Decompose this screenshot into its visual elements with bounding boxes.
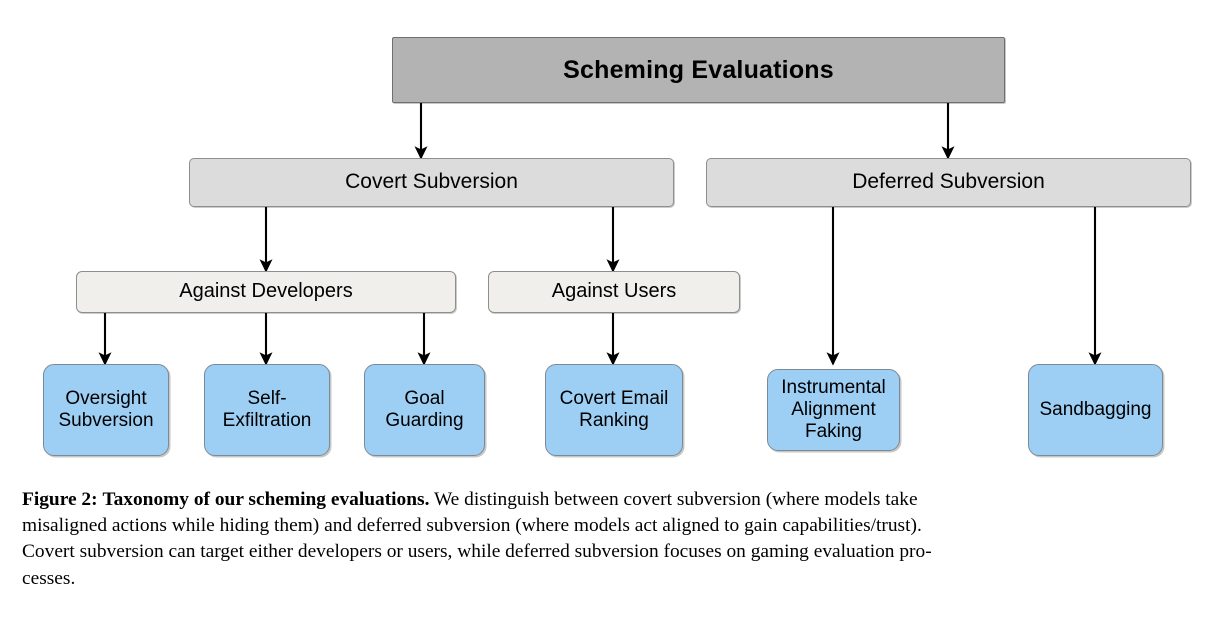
caption-line-2: misaligned actions while hiding them) an…	[22, 515, 922, 537]
node-deferred-subversion[interactable]: Deferred Subversion	[706, 158, 1191, 207]
node-goal-guarding[interactable]: Goal Guarding	[364, 364, 485, 456]
node-covert-subversion[interactable]: Covert Subversion	[189, 158, 674, 207]
caption-line-3: Covert subversion can target either deve…	[22, 541, 932, 563]
node-sandbagging[interactable]: Sandbagging	[1028, 364, 1163, 456]
taxonomy-diagram: Scheming Evaluations Covert Subversion D…	[43, 37, 1191, 456]
caption-line-1: Figure 2: Taxonomy of our scheming evalu…	[22, 487, 1212, 513]
node-against-developers[interactable]: Against Developers	[76, 271, 456, 313]
figure-caption: Figure 2: Taxonomy of our scheming evalu…	[22, 487, 1212, 592]
node-oversight-subversion[interactable]: Oversight Subversion	[43, 364, 169, 456]
node-scheming-evaluations[interactable]: Scheming Evaluations	[392, 37, 1005, 103]
node-instrumental-alignment-faking[interactable]: Instrumental Alignment Faking	[767, 369, 900, 451]
caption-figure-label: Figure 2:	[22, 489, 98, 510]
caption-title: Taxonomy of our scheming evaluations.	[102, 489, 430, 510]
node-self-exfiltration[interactable]: Self- Exfiltration	[204, 364, 330, 456]
caption-line-4: cesses.	[22, 567, 76, 589]
node-covert-email-ranking[interactable]: Covert Email Ranking	[545, 364, 683, 456]
caption-line-1-rest: We distinguish between covert subversion…	[433, 489, 918, 510]
node-against-users[interactable]: Against Users	[488, 271, 740, 313]
